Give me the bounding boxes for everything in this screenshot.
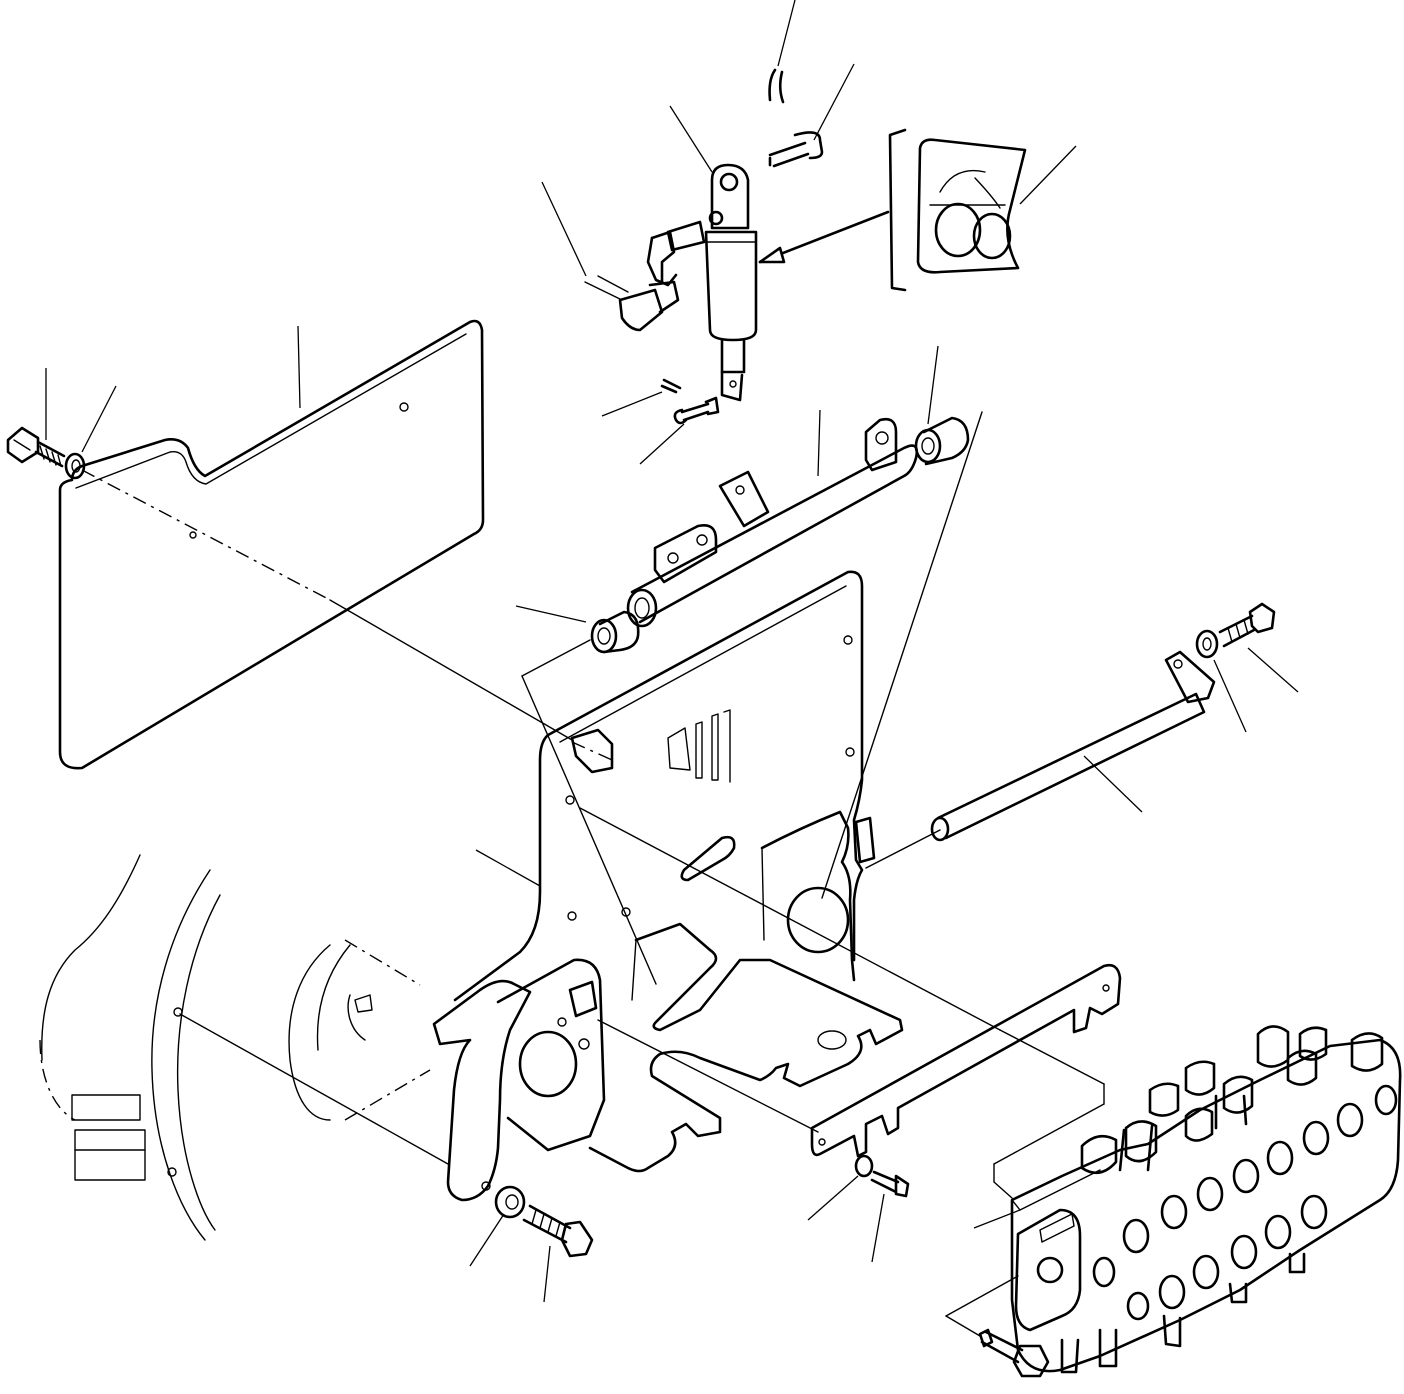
decal [758,128,1027,292]
cover-screw [6,426,66,468]
mounting-bracket [432,570,904,1202]
callout-leaders [45,0,1299,1303]
lift-cylinder [704,163,758,402]
hose-fitting [584,220,706,332]
rod-washer [1195,629,1219,659]
cylinder-pin [768,131,824,168]
rod [930,650,1216,842]
assembly-centerlines [81,411,1105,1337]
bushing-right [914,416,970,466]
plate-bar-screw [870,1170,910,1198]
rod-screw [1218,602,1276,648]
cylinder-lower-pin [673,396,720,425]
bracket-washer [494,1185,526,1219]
plate-bar [810,963,1122,1158]
bushing-left [590,610,640,654]
cover-washer [64,452,86,480]
axle-housing [39,854,431,1241]
valve-ports [1092,1084,1398,1321]
plate-bar-washer [854,1154,874,1178]
valve-screw [978,1328,1050,1378]
bracket-screw [522,1204,594,1258]
valve-spools [1080,1025,1384,1175]
cover-plate [58,319,485,770]
valve-bottom-fittings [1060,1252,1306,1374]
pivot-shaft [626,417,919,628]
split-pin-top [768,68,785,104]
split-pin-lower [660,378,682,394]
control-valve [1010,1025,1402,1374]
valve-end-cap [1014,1208,1082,1332]
